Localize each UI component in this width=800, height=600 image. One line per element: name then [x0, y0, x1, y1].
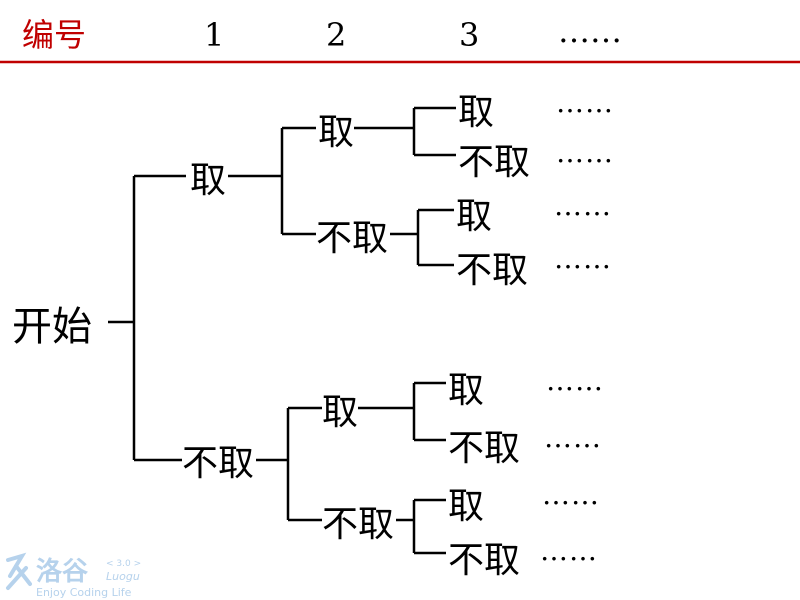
l1-take-connector — [228, 126, 316, 236]
root-connector — [108, 174, 186, 462]
node-l2-take-not-take: 不取 — [316, 218, 388, 259]
luogu-watermark: 洛谷 < 3.0 > Luogu Enjoy Coding Life — [6, 552, 141, 599]
node-l1-not-take: 不取 — [182, 443, 254, 484]
node-l3-1-not-take: 不取 — [458, 142, 530, 183]
l2-3-connector — [358, 381, 446, 442]
node-l3-2-take: 取 — [456, 196, 492, 237]
header-column-ellipsis: …… — [558, 12, 622, 50]
ellipsis-8: …… — [540, 534, 598, 567]
l2-4-connector — [396, 498, 446, 555]
header-column-1: 1 — [204, 16, 224, 54]
node-l3-3-take: 取 — [448, 370, 484, 411]
header-label: 编号 — [22, 16, 86, 54]
luogu-logo-icon — [6, 552, 32, 590]
node-root: 开始 — [12, 304, 92, 350]
node-l3-1-take: 取 — [458, 92, 494, 133]
watermark-version: < 3.0 > — [106, 559, 141, 569]
ellipsis-3: …… — [554, 189, 612, 222]
l2-2-connector — [390, 208, 454, 267]
node-l3-2-not-take: 不取 — [456, 250, 528, 291]
ellipsis-2: …… — [556, 136, 614, 169]
node-l2-not-take-take: 取 — [322, 392, 358, 433]
node-l2-take-take: 取 — [318, 112, 354, 153]
node-l3-4-take: 取 — [448, 486, 484, 527]
watermark-slogan: Enjoy Coding Life — [36, 586, 132, 599]
header-column-2: 2 — [326, 16, 346, 54]
l1-not-take-connector — [256, 406, 322, 522]
ellipsis-4: …… — [554, 242, 612, 275]
ellipsis-5: …… — [546, 364, 604, 397]
ellipsis-7: …… — [542, 478, 600, 511]
l2-1-connector — [354, 106, 456, 157]
ellipsis-6: …… — [544, 421, 602, 454]
header-column-3: 3 — [459, 16, 479, 54]
node-l1-take: 取 — [190, 160, 226, 201]
watermark-logo-text: 洛谷 — [36, 556, 89, 587]
node-l2-not-take-not-take: 不取 — [322, 504, 394, 545]
node-l3-4-not-take: 不取 — [448, 540, 520, 581]
ellipsis-1: …… — [556, 86, 614, 119]
node-l3-3-not-take: 不取 — [448, 428, 520, 469]
watermark-brand: Luogu — [106, 570, 140, 583]
